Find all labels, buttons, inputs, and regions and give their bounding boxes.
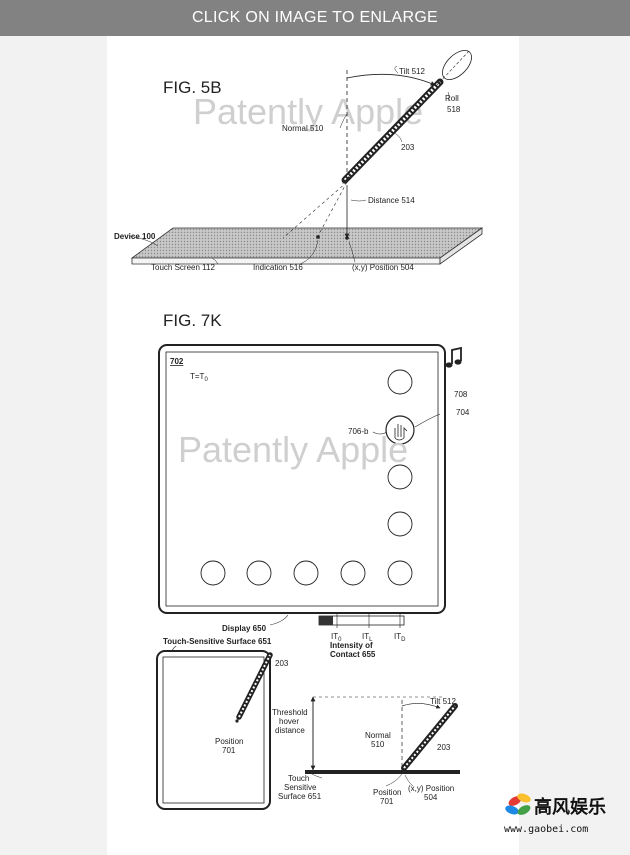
label-threshold-1: Threshold (272, 708, 308, 717)
app-icon-grid (200, 369, 413, 586)
display-screen (165, 351, 439, 607)
watermark-top: Patently Apple (193, 91, 423, 132)
label-threshold-2: hover (279, 717, 299, 726)
label-xy-position-2: 504 (424, 793, 438, 802)
intensity-level (319, 616, 333, 625)
fig-5b-title: FIG. 5B (163, 78, 222, 97)
logo-url: www.gaobei.com (504, 824, 588, 835)
label-roll-518: 518 (447, 105, 461, 114)
label-706b: 706-b (348, 427, 369, 436)
label-position-b-1: Position (373, 788, 401, 797)
fig-7k-title: FIG. 7K (163, 311, 222, 330)
label-normal-7k-1: Normal (365, 731, 391, 740)
label-time: T=T0 (190, 372, 208, 383)
label-touch-screen-112: Touch Screen 112 (151, 263, 215, 272)
label-704: 704 (456, 408, 470, 417)
label-tilt-512-7k: Tilt 512 (430, 697, 456, 706)
touch-surface-device (156, 650, 271, 810)
label-702: 702 (170, 357, 184, 366)
site-logo: 高风娱乐 www.gaobei.com (500, 788, 630, 838)
label-display-650: Display 650 (222, 624, 267, 633)
label-stylus-203-left: 203 (275, 659, 289, 668)
app-icon[interactable] (387, 511, 413, 537)
projection-line (317, 181, 348, 237)
label-tilt-512: Tilt 512 (399, 67, 425, 76)
hand-icon (394, 424, 408, 441)
label-xy-position-1: (x,y) Position (408, 784, 454, 793)
label-itl: ITL (362, 632, 373, 643)
label-itd: ITD (394, 632, 406, 643)
app-icon[interactable] (387, 464, 413, 490)
display-device (158, 344, 446, 614)
label-intensity-2: Contact 655 (330, 650, 376, 659)
label-position-left-2: 701 (222, 746, 236, 755)
label-distance-514: Distance 514 (368, 196, 415, 205)
logo-text: 高风娱乐 (534, 796, 606, 818)
label-device-100: Device 100 (114, 232, 156, 241)
label-normal-510: Normal 510 (282, 124, 324, 133)
app-icon[interactable] (293, 560, 319, 586)
app-icon[interactable] (387, 369, 413, 395)
app-icon[interactable] (200, 560, 226, 586)
label-position-504: (x,y) Position 504 (352, 263, 414, 272)
tilt-arc (346, 73, 436, 86)
app-icon[interactable] (246, 560, 272, 586)
roll-axis (435, 49, 471, 87)
label-position-b-2: 701 (380, 797, 394, 806)
roll-ellipse (442, 50, 472, 80)
stylus-side (401, 703, 458, 771)
label-normal-7k-2: 510 (371, 740, 385, 749)
label-intensity-1: Intensity of (330, 641, 373, 650)
position-point (345, 236, 349, 240)
music-note-icon (445, 346, 462, 368)
label-touch-sensitive-surface: Touch-Sensitive Surface 651 (163, 637, 272, 646)
touch-surface-inner (162, 656, 265, 804)
label-tss-2: Sensitive (284, 783, 317, 792)
label-position-left-1: Position (215, 737, 243, 746)
highlighted-app-icon[interactable] (385, 415, 415, 445)
label-threshold-3: distance (275, 726, 305, 735)
logo-emblem-icon: 高风娱乐 www.gaobei.com (504, 793, 606, 835)
label-tss-1: Touch (288, 774, 309, 783)
tilt-arc-7k (401, 703, 441, 709)
projection-line (282, 181, 348, 239)
enlarge-banner[interactable]: CLICK ON IMAGE TO ENLARGE (0, 0, 630, 36)
label-indication-516: Indication 516 (253, 263, 303, 272)
app-icon[interactable] (340, 560, 366, 586)
device-slab (130, 227, 484, 265)
label-708: 708 (454, 390, 468, 399)
label-stylus-203: 203 (401, 143, 415, 152)
label-stylus-203-side: 203 (437, 743, 451, 752)
app-icon[interactable] (387, 560, 413, 586)
label-tss-3: Surface 651 (278, 792, 322, 801)
stylus-left (236, 652, 273, 720)
stylus (341, 78, 444, 184)
label-roll: Roll (445, 94, 459, 103)
label-it0: IT0 (331, 632, 342, 643)
indication-point (316, 235, 320, 239)
watermark-bottom: Patently Apple (178, 429, 408, 470)
